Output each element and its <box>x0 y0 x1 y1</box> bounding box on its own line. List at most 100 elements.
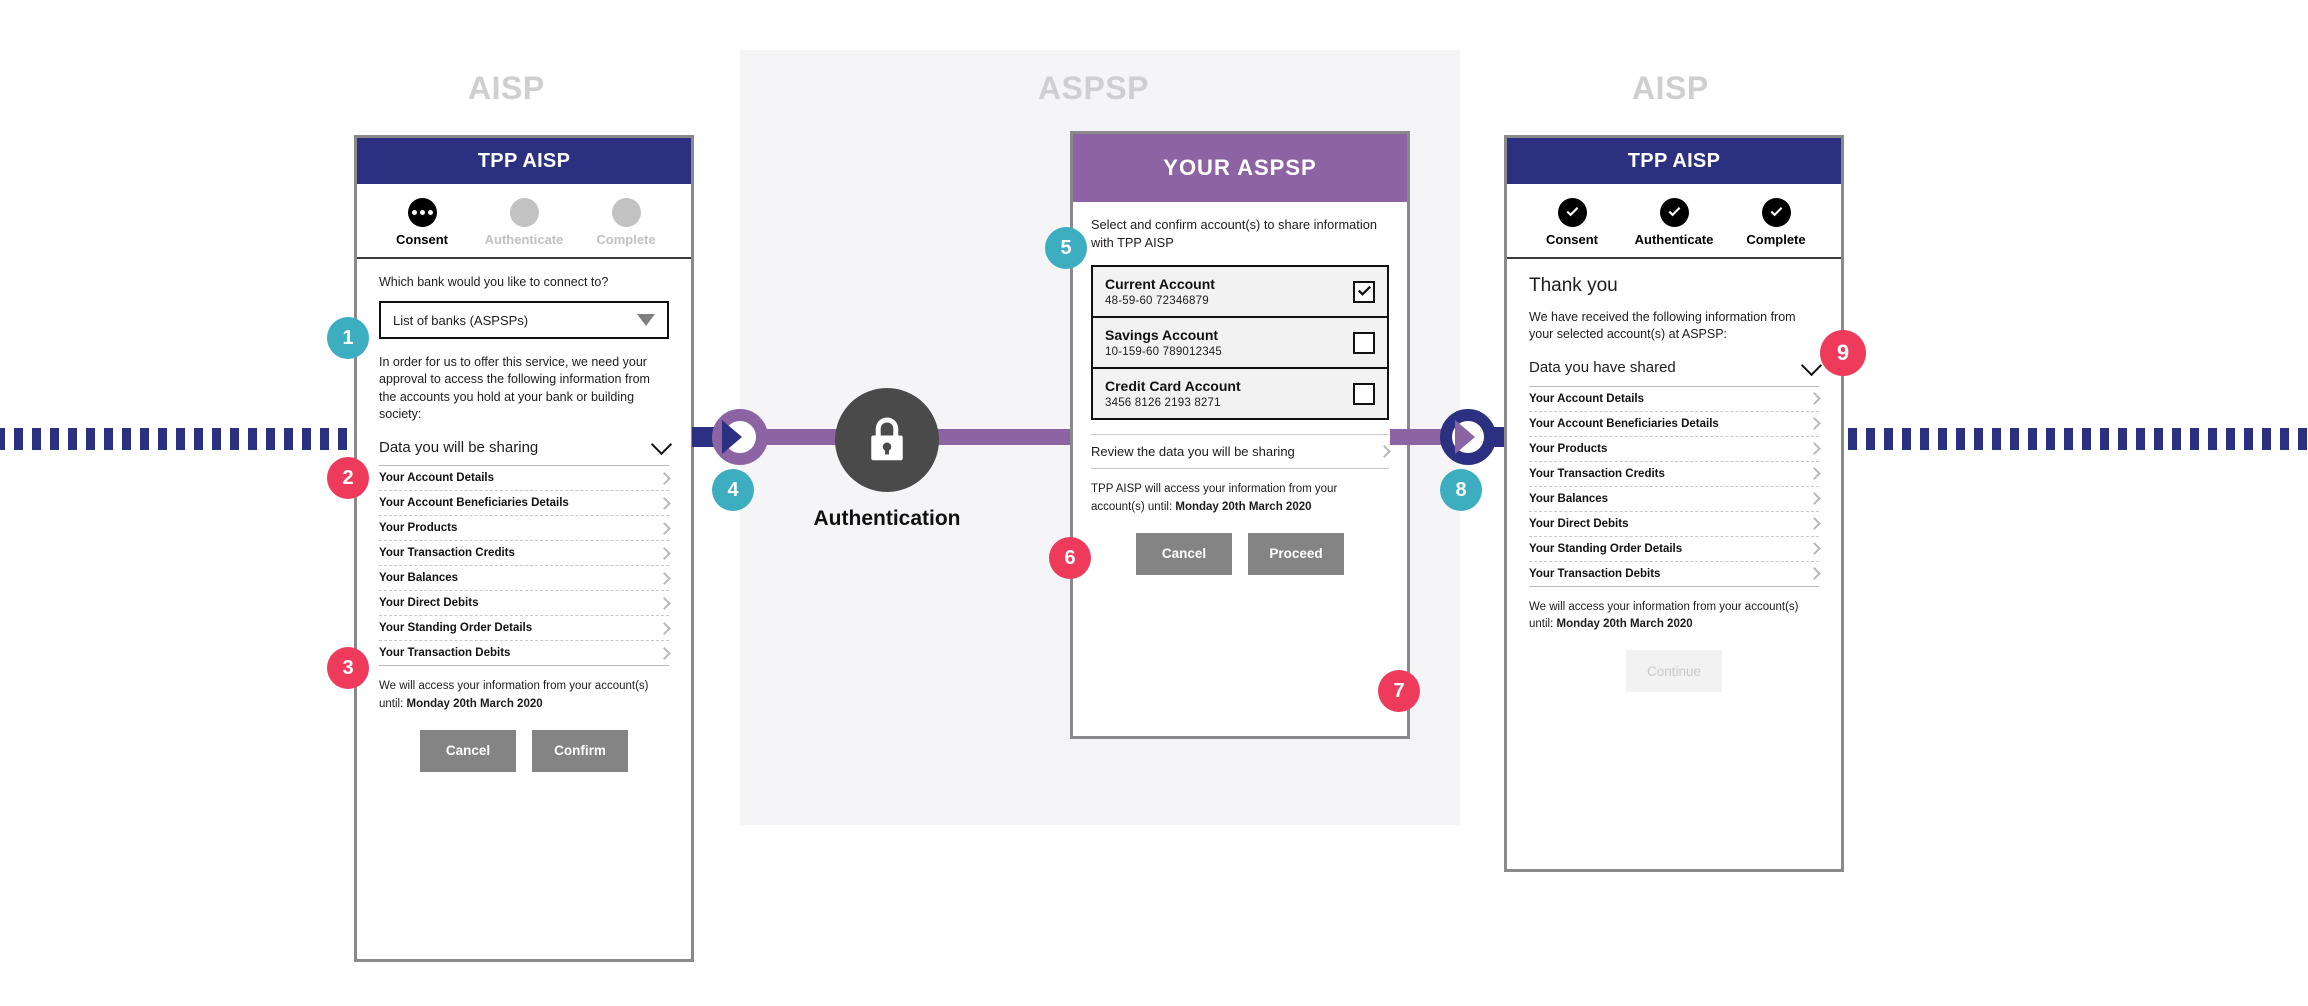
step-consent[interactable]: Consent <box>372 198 473 247</box>
callout-badge-8: 8 <box>1440 469 1482 511</box>
account-number: 10-159-60 789012345 <box>1105 346 1222 359</box>
chevron-right-icon <box>1808 417 1821 430</box>
lock-icon <box>835 388 939 492</box>
list-item[interactable]: Your Products <box>379 516 671 541</box>
account-row-credit-card[interactable]: Credit Card Account 3456 8126 2193 8271 <box>1093 369 1387 419</box>
aspsp-intro-text: Select and confirm account(s) to share i… <box>1091 217 1377 250</box>
list-item[interactable]: Your Direct Debits <box>1529 512 1821 537</box>
list-item[interactable]: Your Balances <box>1529 487 1821 512</box>
checkbox-checked-icon[interactable] <box>1353 280 1375 303</box>
step-authenticate[interactable]: Authenticate <box>1624 198 1725 247</box>
cancel-button[interactable]: Cancel <box>420 729 516 772</box>
callout-badge-6: 6 <box>1049 537 1091 579</box>
review-data-link[interactable]: Review the data you will be sharing <box>1091 434 1391 470</box>
consent-intro-text: In order for us to offer this service, w… <box>379 355 650 421</box>
blank-circle-icon <box>509 198 539 227</box>
panel3-body: Thank you We have received the following… <box>1507 259 1841 710</box>
callout-badge-7: 7 <box>1378 670 1420 712</box>
account-name: Current Account <box>1105 276 1215 293</box>
list-item[interactable]: Your Account Beneficiaries Details <box>1529 412 1821 437</box>
list-item-label: Your Transaction Debits <box>379 647 511 659</box>
panel1-stepper: Consent Authenticate Complete <box>357 184 691 259</box>
bank-question-text: Which bank would you like to connect to? <box>379 275 609 289</box>
list-item[interactable]: Your Account Details <box>379 466 671 491</box>
account-row-current[interactable]: Current Account 48-59-60 72346879 <box>1093 267 1387 319</box>
list-item-label: Your Account Beneficiaries Details <box>379 497 569 509</box>
list-item-label: Your Products <box>1529 442 1608 455</box>
access-until-prefix: TPP AISP will access your information fr… <box>1091 483 1338 514</box>
step-label-authenticate: Authenticate <box>1634 232 1714 247</box>
confirm-button[interactable]: Confirm <box>532 729 628 772</box>
check-circle-icon <box>1557 198 1587 227</box>
proceed-button[interactable]: Proceed <box>1248 532 1344 575</box>
chevron-right-icon <box>1808 467 1821 480</box>
chevron-right-icon <box>1808 542 1821 555</box>
list-item[interactable]: Your Transaction Debits <box>379 641 671 666</box>
account-selection-group: Current Account 48-59-60 72346879 Saving… <box>1091 265 1389 421</box>
step-label-complete: Complete <box>596 232 656 247</box>
checkbox-unchecked-icon[interactable] <box>1353 382 1375 405</box>
panel3-header-title: TPP AISP <box>1507 138 1841 184</box>
continue-button[interactable]: Continue <box>1626 650 1722 693</box>
step-complete[interactable]: Complete <box>1726 198 1827 247</box>
data-shared-title: Data you have shared <box>1529 359 1676 376</box>
account-row-savings[interactable]: Savings Account 10-159-60 789012345 <box>1093 318 1387 370</box>
account-name: Savings Account <box>1105 327 1219 344</box>
chevron-right-icon <box>658 496 671 510</box>
cancel-button[interactable]: Cancel <box>1136 532 1232 575</box>
list-item[interactable]: Your Balances <box>379 566 671 591</box>
callout-badge-1: 1 <box>327 317 369 359</box>
chevron-right-icon <box>1808 392 1821 405</box>
list-item[interactable]: Your Direct Debits <box>379 591 671 616</box>
data-sharing-title: Data you will be sharing <box>379 438 539 456</box>
list-item[interactable]: Your Standing Order Details <box>1529 537 1821 562</box>
chevron-right-icon <box>1808 492 1821 505</box>
list-item[interactable]: Your Products <box>1529 437 1821 462</box>
step-consent[interactable]: Consent <box>1522 198 1623 247</box>
list-item[interactable]: Your Transaction Credits <box>379 541 671 566</box>
connector-ring-8 <box>1440 409 1496 465</box>
list-item[interactable]: Your Account Beneficiaries Details <box>379 491 671 516</box>
list-item-label: Your Standing Order Details <box>379 622 533 634</box>
list-item[interactable]: Your Transaction Credits <box>1529 462 1821 487</box>
dashed-rail-left <box>0 428 356 450</box>
bank-select-dropdown[interactable]: List of banks (ASPSPs) <box>379 301 669 339</box>
account-name: Credit Card Account <box>1105 378 1241 395</box>
chevron-right-icon <box>658 646 671 660</box>
list-item-label: Your Account Details <box>1529 392 1645 405</box>
chevron-right-icon <box>658 521 671 535</box>
list-item-label: Your Balances <box>1529 492 1609 505</box>
step-label-consent: Consent <box>1546 232 1598 247</box>
arrow-head-icon <box>722 420 742 454</box>
review-data-label: Review the data you will be sharing <box>1091 444 1295 460</box>
step-label-complete: Complete <box>1746 232 1806 247</box>
check-circle-icon <box>1761 198 1791 227</box>
step-complete[interactable]: Complete <box>576 198 677 247</box>
list-item-label: Your Products <box>379 522 458 534</box>
chevron-right-icon <box>658 546 671 560</box>
step-authenticate[interactable]: Authenticate <box>474 198 575 247</box>
list-item[interactable]: Your Transaction Debits <box>1529 562 1821 587</box>
data-shared-accordion[interactable]: Data you have shared <box>1529 344 1823 386</box>
data-sharing-accordion[interactable]: Data you will be sharing <box>379 423 673 465</box>
chevron-right-icon <box>658 596 671 610</box>
panel-tpp-aisp-consent: TPP AISP Consent Authenticate Complete W… <box>354 135 694 962</box>
list-item[interactable]: Your Account Details <box>1529 387 1821 412</box>
check-circle-icon <box>1659 198 1689 227</box>
list-item[interactable]: Your Standing Order Details <box>379 616 671 641</box>
access-until-date: Monday 20th March 2020 <box>406 697 543 710</box>
callout-badge-3: 3 <box>327 647 369 689</box>
zone-label-aspsp: ASPSP <box>1038 70 1149 106</box>
checkbox-unchecked-icon[interactable] <box>1353 331 1375 354</box>
panel2-button-row: Cancel Proceed <box>1091 532 1389 575</box>
panel3-access-until-text: We will access your information from you… <box>1529 599 1819 635</box>
chevron-down-icon <box>650 433 673 456</box>
list-item-label: Your Direct Debits <box>1529 517 1629 530</box>
panel2-access-until-text: TPP AISP will access your information fr… <box>1091 481 1389 517</box>
panel3-button-row: Continue <box>1529 650 1819 693</box>
zone-label-aisp-left: AISP <box>468 70 545 106</box>
step-label-authenticate: Authenticate <box>484 232 564 247</box>
data-sharing-list: Your Account Details Your Account Benefi… <box>379 465 671 666</box>
panel1-access-until-text: We will access your information from you… <box>379 678 669 714</box>
